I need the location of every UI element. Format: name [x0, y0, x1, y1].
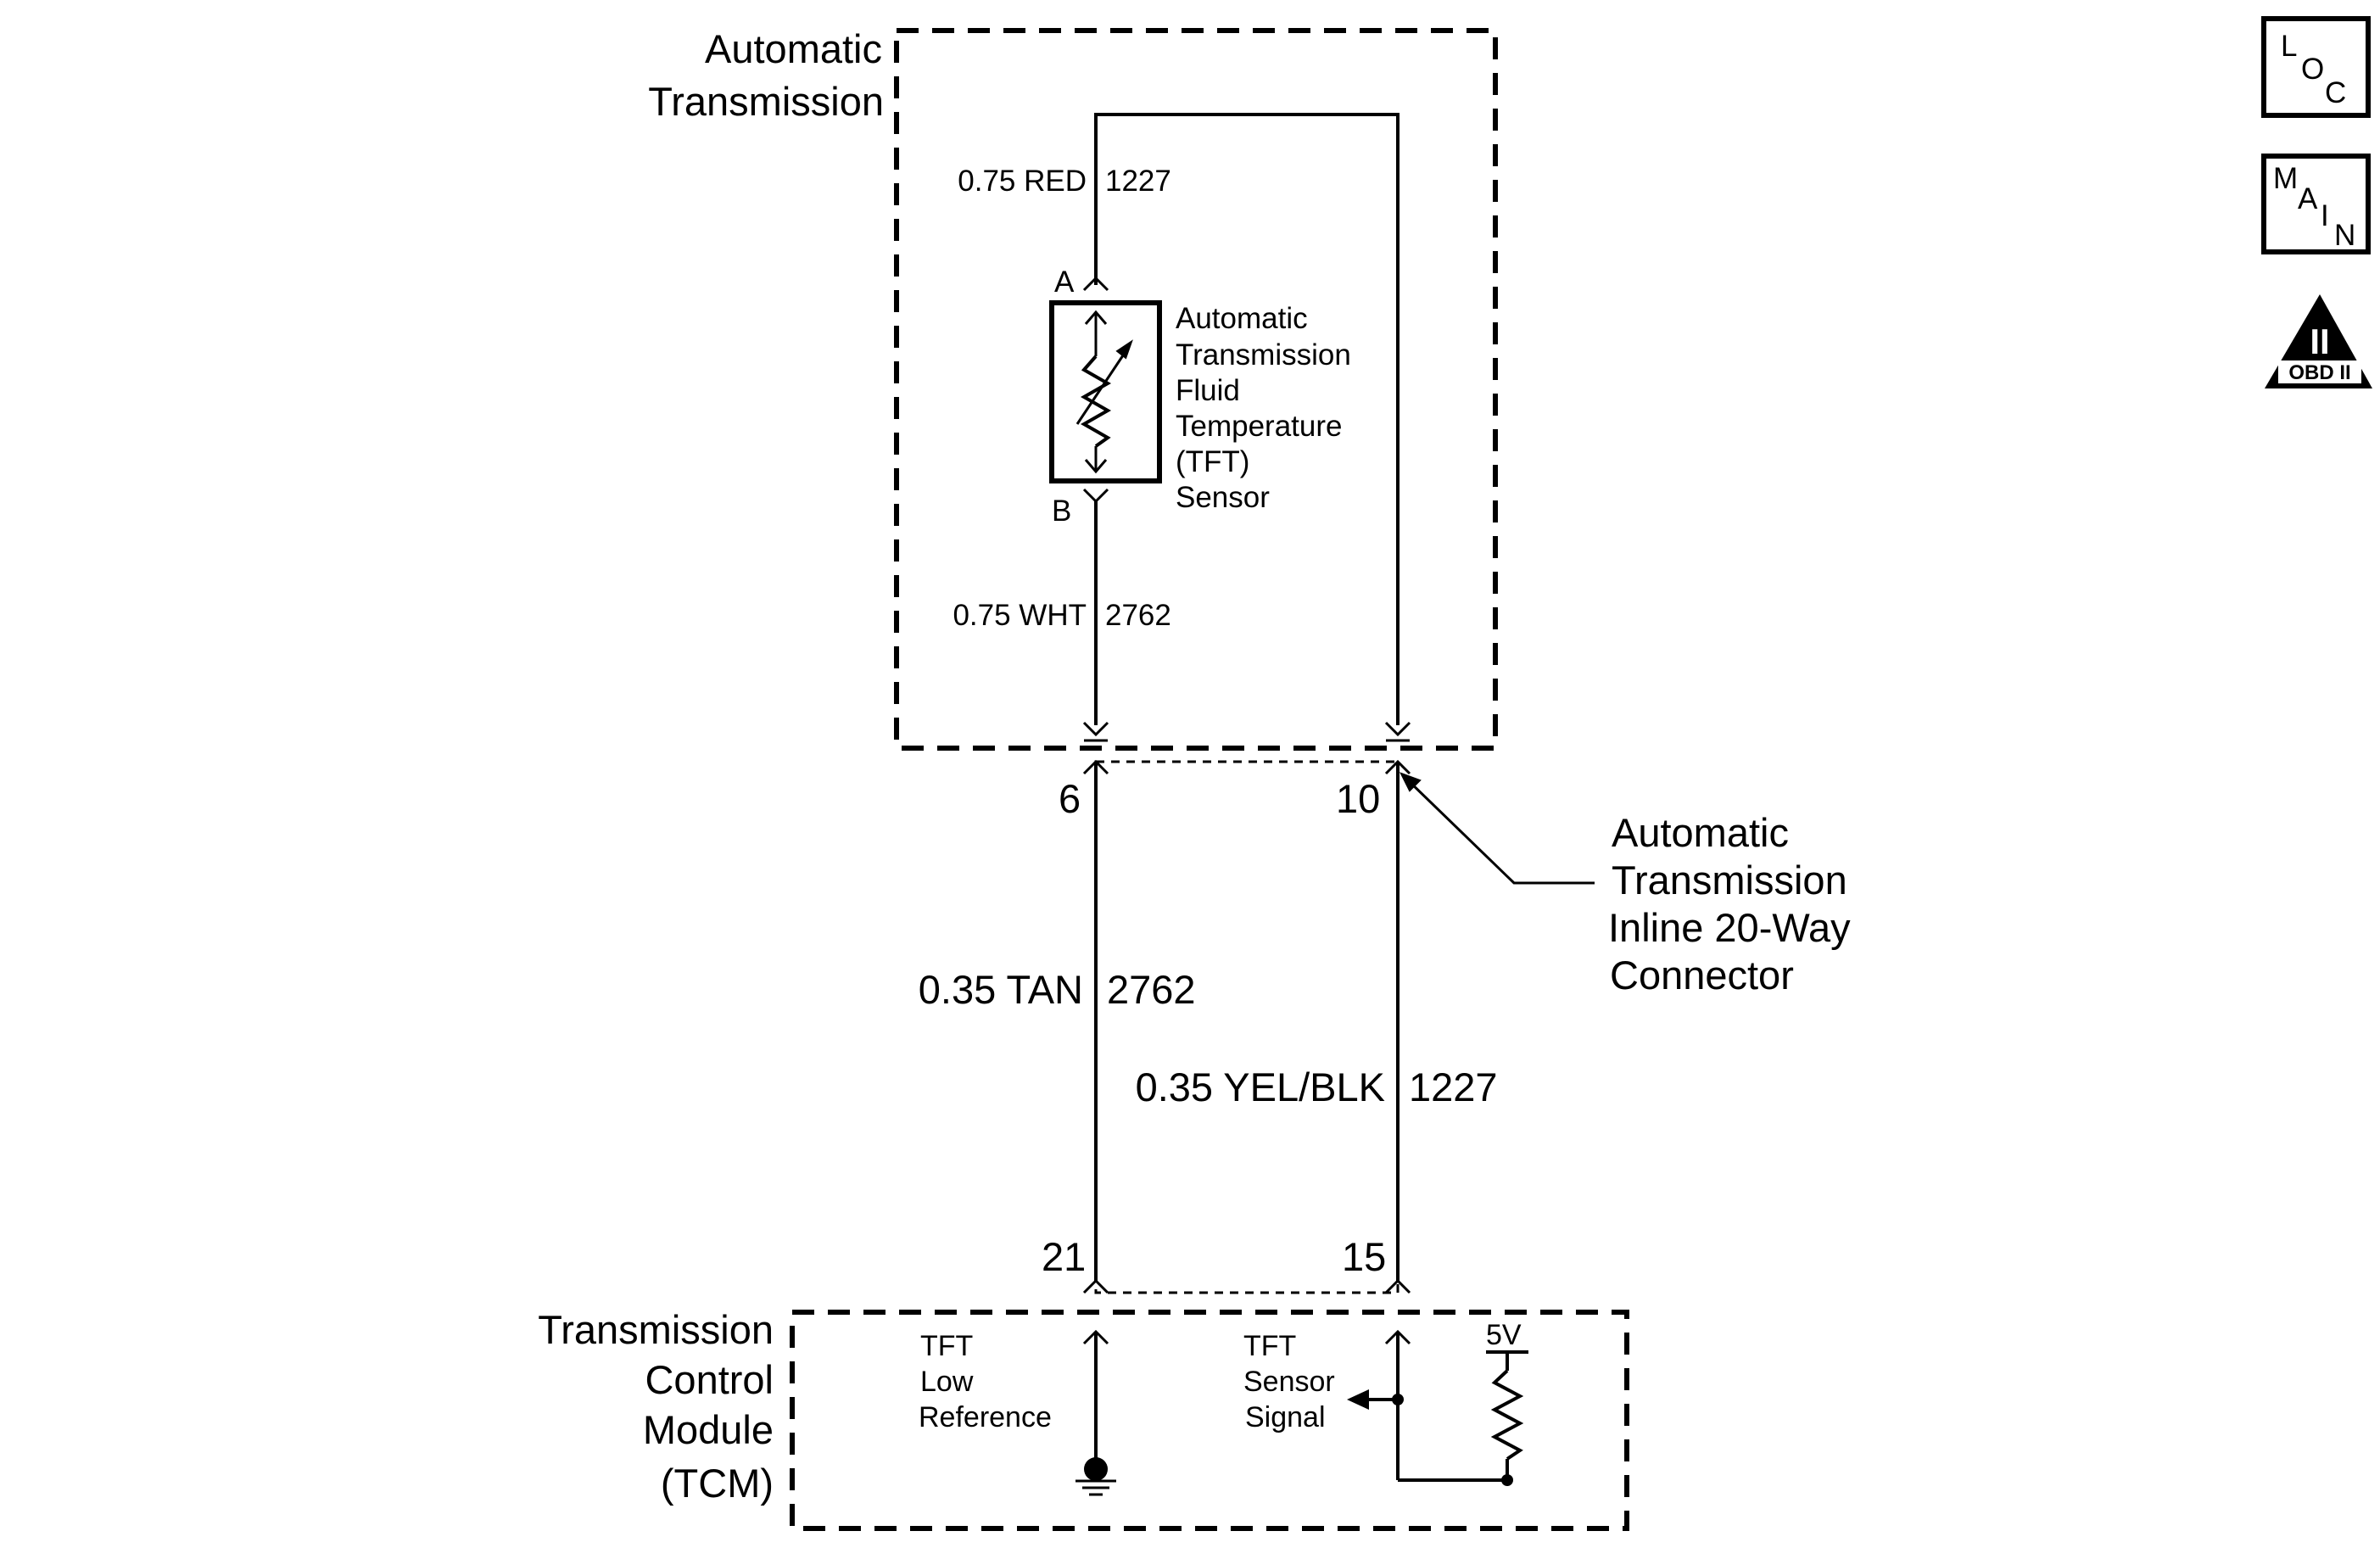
svg-text:I: I: [2321, 199, 2329, 232]
connector-pin-10: 10: [1336, 776, 1380, 821]
pin-a-label: A: [1054, 265, 1075, 299]
inline-connector-boundary: [1094, 760, 1400, 1294]
tcm-label-line1: Transmission: [538, 1307, 774, 1352]
signal-tap-arrow: [1347, 1389, 1369, 1410]
low-ref-label-line1: TFT: [920, 1330, 973, 1362]
loc-icon[interactable]: L O C: [2261, 16, 2371, 118]
signal-label-line1: TFT: [1243, 1330, 1296, 1362]
voltage-label: 5V: [1486, 1319, 1522, 1351]
sensor-label-line6: Sensor: [1176, 481, 1270, 514]
pin-a-mark: [1082, 276, 1109, 292]
tcm-pin-21-mark: [1082, 1278, 1109, 1294]
svg-text:C: C: [2325, 76, 2346, 109]
ground-icon: [1075, 1457, 1116, 1496]
tcm-pin-21: 21: [1042, 1234, 1086, 1279]
pullup-resistor-icon: [1486, 1350, 1528, 1486]
low-ref-arrow: [1082, 1329, 1109, 1345]
connector-label-line2: Transmission: [1612, 858, 1847, 902]
wire-yel-circuit: 1227: [1409, 1064, 1498, 1109]
pin-b-label: B: [1052, 495, 1071, 528]
wire-red-circuit: 1227: [1105, 165, 1171, 198]
svg-text:M: M: [2273, 162, 2298, 195]
auto-trans-label-line1: Automatic: [705, 26, 882, 71]
pin-b-mark: [1082, 488, 1109, 504]
svg-text:L: L: [2281, 30, 2297, 63]
wire-1227-upper: [1094, 113, 1400, 725]
signal-label-line3: Signal: [1245, 1401, 1326, 1433]
auto-trans-label-line2: Transmission: [648, 79, 884, 124]
sensor-label-line4: Temperature: [1176, 410, 1342, 443]
wire-tan-gauge: 0.35 TAN: [919, 967, 1083, 1012]
signal-label-line2: Sensor: [1243, 1366, 1335, 1398]
wire-wht-gauge: 0.75 WHT: [953, 599, 1087, 632]
wire-yel-gauge: 0.35 YEL/BLK: [1136, 1064, 1385, 1109]
connector-leader-line: [1405, 777, 1595, 885]
tcm-pin-15: 15: [1342, 1234, 1386, 1279]
sensor-label-line3: Fluid: [1176, 374, 1240, 407]
wire-tan-circuit: 2762: [1107, 967, 1196, 1012]
tcm-label-line4: (TCM): [661, 1461, 774, 1506]
low-ref-label-line2: Low: [920, 1366, 974, 1398]
tcm-label-line3: Module: [643, 1407, 774, 1452]
connector-leader-arrow: [1399, 772, 1422, 792]
svg-text:II: II: [2310, 321, 2329, 361]
automatic-transmission-boundary: [894, 28, 1498, 751]
main-icon[interactable]: M A I N: [2261, 154, 2371, 254]
wire-wht-circuit: 2762: [1105, 599, 1171, 632]
tcm-boundary: [790, 1310, 1629, 1531]
tft-sensor-box: [1049, 300, 1162, 483]
signal-arrow: [1384, 1329, 1411, 1345]
wire-red-gauge: 0.75 RED: [958, 165, 1087, 198]
connector-pin-6: 6: [1059, 776, 1081, 821]
svg-text:O: O: [2301, 53, 2324, 86]
connector-label-line1: Automatic: [1612, 810, 1789, 855]
svg-text:OBD II: OBD II: [2288, 361, 2350, 384]
sensor-label-line5: (TFT): [1176, 445, 1249, 478]
sensor-label-line2: Transmission: [1176, 338, 1351, 372]
svg-text:N: N: [2334, 219, 2355, 252]
svg-text:A: A: [2298, 182, 2318, 215]
low-ref-label-line3: Reference: [919, 1401, 1052, 1433]
tcm-pin-15-mark: [1384, 1278, 1411, 1294]
tcm-label-line2: Control: [645, 1357, 774, 1402]
sensor-label-line1: Automatic: [1176, 302, 1308, 335]
thermistor-icon: [1075, 310, 1133, 474]
connector-label-line3: Inline 20-Way: [1608, 905, 1851, 950]
obd-ii-icon[interactable]: II OBD II: [2265, 294, 2372, 388]
connector-label-line4: Connector: [1610, 953, 1794, 997]
